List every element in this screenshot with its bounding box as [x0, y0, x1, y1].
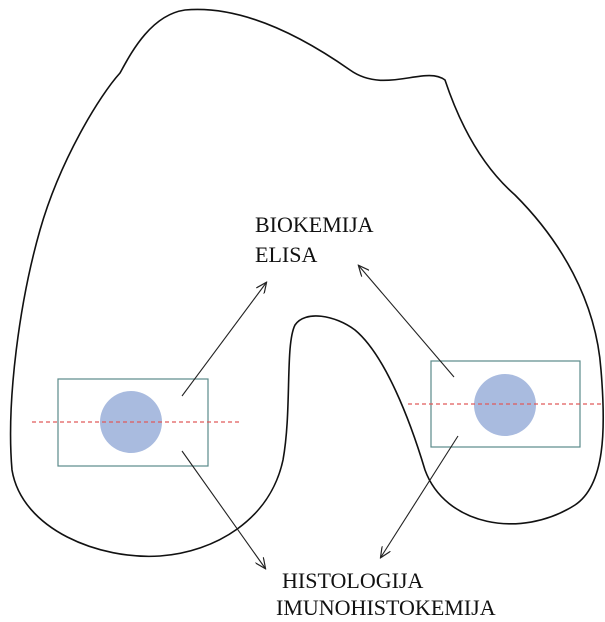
label-biokemija: BIOKEMIJA [255, 212, 374, 237]
label-histologija: HISTOLOGIJA [282, 568, 423, 593]
label-imunohistokemija: IMUNOHISTOKEMIJA [276, 595, 496, 620]
arrow-left-to-biochem [182, 283, 266, 396]
label-elisa: ELISA [255, 242, 317, 267]
knee-outline [11, 9, 604, 556]
arrow-right-to-biochem [359, 266, 454, 377]
right-sample-circle [474, 374, 536, 436]
